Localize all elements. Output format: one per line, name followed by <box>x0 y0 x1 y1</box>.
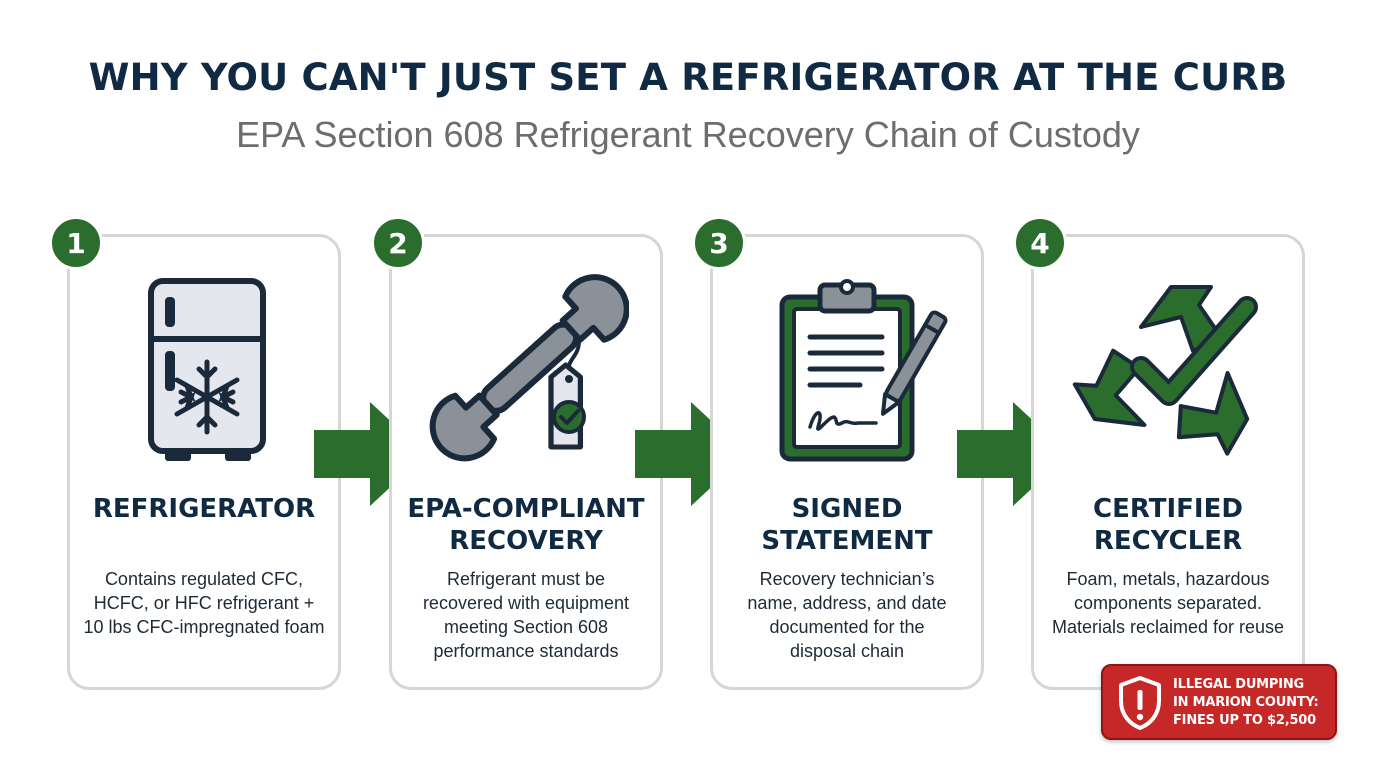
step-title: SIGNED STATEMENT <box>761 494 933 556</box>
step-description: Contains regulated CFC, HCFC, or HFC ref… <box>83 569 325 637</box>
refrigerator-icon <box>148 278 266 461</box>
step-card-certified-recycler: CERTIFIED RECYCLER Foam, metals, hazardo… <box>1031 234 1305 690</box>
step-title: CERTIFIED RECYCLER <box>1093 494 1243 556</box>
warning-text: ILLEGAL DUMPING IN MARION COUNTY: FINES … <box>1173 677 1319 728</box>
step-card-refrigerator: REFRIGERATOR Contains regulated CFC, HCF… <box>67 234 341 690</box>
step-number-badge: 3 <box>692 216 746 270</box>
recycle-check-icon <box>1072 285 1258 456</box>
step-description: Foam, metals, hazardous components separ… <box>1051 569 1285 637</box>
step-description: Refrigerant must be recovered with equip… <box>422 569 630 661</box>
step-card-recovery: EPA-COMPLIANT RECOVERY Refrigerant must … <box>389 234 663 690</box>
page-title: WHY YOU CAN'T JUST SET A REFRIGERATOR AT… <box>88 56 1288 99</box>
wrench-tag-icon <box>429 274 629 462</box>
shield-alert-icon <box>1119 676 1161 730</box>
step-number-badge: 4 <box>1013 216 1067 270</box>
step-number-badge: 1 <box>49 216 103 270</box>
step-title: REFRIGERATOR <box>92 494 316 524</box>
illegal-dumping-warning: ILLEGAL DUMPING IN MARION COUNTY: FINES … <box>1101 664 1337 740</box>
step-number-badge: 2 <box>371 216 425 270</box>
clipboard-signature-icon <box>779 279 948 462</box>
step-description: Recovery technician’s name, address, and… <box>747 569 947 661</box>
page-subtitle: EPA Section 608 Refrigerant Recovery Cha… <box>236 114 1140 155</box>
step-title: EPA-COMPLIANT RECOVERY <box>407 494 645 556</box>
step-card-signed-statement: SIGNED STATEMENT Recovery technician’s n… <box>710 234 984 690</box>
